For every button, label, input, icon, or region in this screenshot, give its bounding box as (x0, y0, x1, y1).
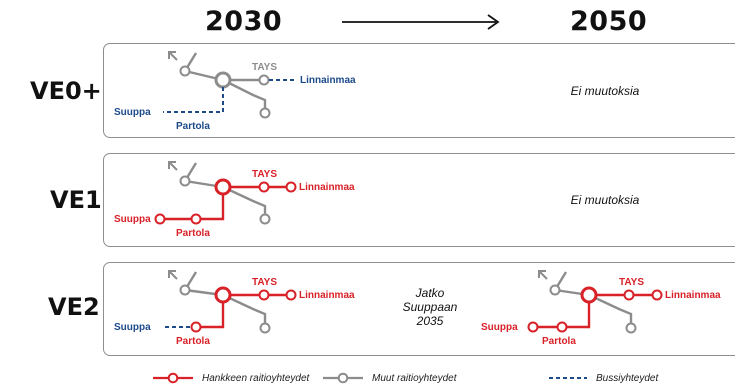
year-end-label: 2050 (570, 6, 648, 37)
stop-node (190, 213, 202, 225)
stop-label-partola: Partola (176, 336, 210, 347)
note-ve2-middle: Jatko Suuppaan 2035 (385, 286, 475, 328)
stop-label-suuppa: Suuppa (114, 107, 151, 118)
map-ve0plus-2030: TAYS Linnainmaa Suuppa Partola (114, 51, 356, 132)
stop-node (549, 284, 561, 296)
stop-label-linnainmaa: Linnainmaa (665, 290, 721, 301)
stop-label-tays: TAYS (252, 169, 277, 180)
stop-label-linnainmaa: Linnainmaa (299, 290, 355, 301)
stop-node (258, 181, 270, 193)
stop-node (258, 74, 270, 86)
year-start-label: 2030 (205, 6, 283, 37)
stop-label-suuppa: Suuppa (114, 322, 151, 333)
stop-label-suuppa: Suuppa (481, 322, 518, 333)
stop-node (285, 289, 297, 301)
hub-node (580, 286, 598, 304)
legend-item-project-tram: Hankkeen raitioyhteydet (152, 372, 309, 384)
stop-label-tays: TAYS (252, 62, 277, 73)
stop-label-linnainmaa: Linnainmaa (299, 182, 355, 193)
stop-label-partola: Partola (542, 336, 576, 347)
row-label-ve1: VE1 (50, 186, 102, 214)
panel-ve0plus (103, 43, 735, 138)
stop-node (154, 213, 166, 225)
note-ve0plus-2050: Ei muutoksia (570, 84, 640, 98)
note-ve1-2050: Ei muutoksia (570, 193, 640, 207)
stop-node (179, 65, 191, 77)
stop-label-suuppa: Suuppa (114, 214, 151, 225)
row-label-ve2: VE2 (48, 293, 100, 321)
row-label-ve0plus: VE0+ (30, 77, 102, 105)
arrow-off-map-icon (168, 270, 178, 280)
legend-item-bus: Bussiyhteydet (548, 372, 658, 384)
stop-node (285, 181, 297, 193)
legend-item-other-tram: Muut raitioyhteydet (322, 372, 457, 384)
arrow-off-map-icon (168, 51, 178, 61)
stop-node (179, 175, 191, 187)
note-line: 2035 (416, 314, 444, 328)
arrow-off-map-icon (538, 270, 548, 280)
stop-node (623, 289, 635, 301)
stop-label-partola: Partola (176, 121, 210, 132)
bus-line-icon (549, 377, 587, 379)
stop-label-tays: TAYS (619, 277, 644, 288)
panel-ve2 (103, 262, 735, 356)
note-line: Suuppaan (402, 300, 458, 314)
map-ve1-2030: TAYS Linnainmaa Suuppa Partola (114, 161, 355, 239)
stop-node (190, 321, 202, 333)
stop-node (556, 321, 568, 333)
stop-node (527, 321, 539, 333)
stop-node (259, 107, 271, 119)
stop-node (259, 213, 271, 225)
legend-label: Muut raitioyhteydet (372, 372, 457, 384)
stop-label-partola: Partola (176, 228, 210, 239)
stop-node (179, 284, 191, 296)
stop-node (259, 322, 271, 334)
panel-ve1 (103, 153, 735, 247)
note-line: Jatko (415, 286, 445, 300)
hub-node (214, 71, 232, 89)
legend: Hankkeen raitioyhteydet Muut raitioyhtey… (0, 372, 735, 388)
timeline-arrow (342, 14, 500, 30)
map-ve2-2030: TAYS Linnainmaa Suuppa Partola (114, 270, 355, 347)
stop-label-linnainmaa: Linnainmaa (300, 75, 356, 86)
legend-label: Bussiyhteydet (596, 372, 659, 384)
map-ve2-2050: TAYS Linnainmaa Suuppa Partola (481, 270, 721, 347)
legend-label: Hankkeen raitioyhteydet (202, 372, 310, 384)
arrow-off-map-icon (168, 161, 178, 171)
stop-node (625, 322, 637, 334)
hub-node (214, 178, 232, 196)
other-tram-line-icon (323, 372, 363, 384)
stop-label-tays: TAYS (252, 277, 277, 288)
stop-node (258, 289, 270, 301)
project-tram-line-icon (153, 372, 193, 384)
stop-node (651, 289, 663, 301)
hub-node (214, 286, 232, 304)
